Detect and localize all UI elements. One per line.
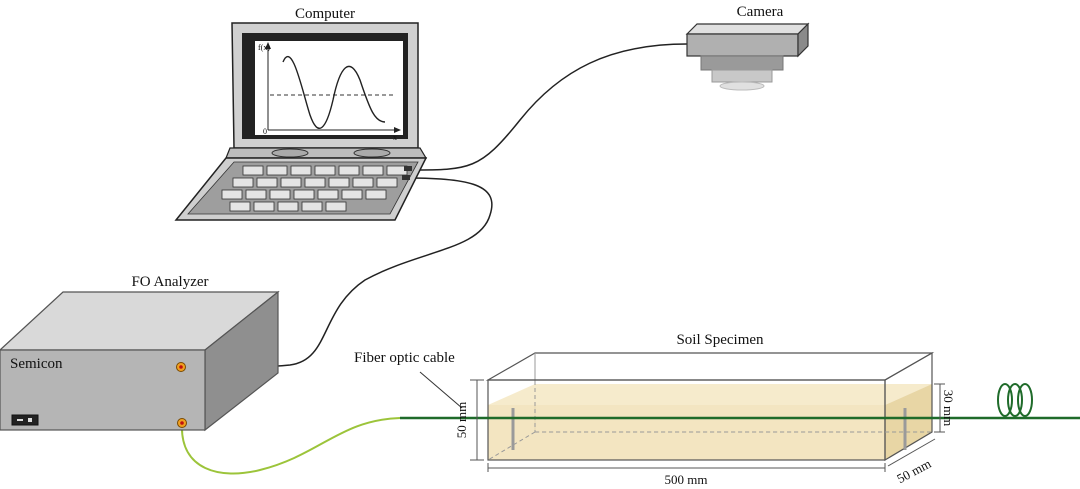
fiber-optic-cable-label: Fiber optic cable: [354, 350, 455, 366]
dimension-lines: [470, 379, 945, 472]
camera-cable: [409, 43, 688, 171]
keyboard-key: [256, 177, 278, 188]
keyboard-key: [352, 177, 374, 188]
fiber-patch-cable: [180, 417, 401, 475]
port-connector-icon: [176, 362, 186, 372]
plot-origin-label: 0: [263, 127, 267, 136]
keyboard-key: [301, 201, 323, 212]
camera-icon: [685, 22, 810, 91]
keyboard-key: [290, 165, 312, 176]
laptop-port: [402, 175, 410, 180]
screen-plot: [265, 42, 401, 133]
height-dimension-label: 50 mm: [454, 402, 469, 438]
fill-height-dimension-label: 30 mm: [941, 390, 956, 426]
fiber-label-pointer: [419, 371, 463, 409]
keyboard-key: [266, 165, 288, 176]
keyboard-key: [304, 177, 326, 188]
keyboard-key: [293, 189, 315, 200]
keyboard-key: [232, 177, 254, 188]
keyboard-key: [341, 189, 363, 200]
soil-specimen-label: Soil Specimen: [676, 332, 764, 348]
keyboard-key: [362, 165, 384, 176]
analyzer-box-icon: [0, 290, 280, 432]
computer-label: Computer: [295, 6, 355, 22]
keyboard-key: [242, 165, 264, 176]
plot-y-label: f(x): [258, 43, 270, 52]
soil-specimen-box: [485, 351, 935, 462]
keyboard-key: [277, 201, 299, 212]
laptop-port: [404, 166, 412, 171]
fo-analyzer-label: FO Analyzer: [131, 274, 208, 290]
keyboard-key: [328, 177, 350, 188]
plot-x-label: x: [393, 133, 397, 142]
keyboard-key: [221, 189, 243, 200]
keyboard-key: [338, 165, 360, 176]
keyboard-key: [245, 189, 267, 200]
port-connector-icon: [177, 418, 187, 428]
keyboard-key: [229, 201, 251, 212]
camera-label: Camera: [737, 4, 784, 20]
length-dimension-label: 500 mm: [665, 472, 708, 487]
analyzer-brand-label: Semicon: [10, 356, 63, 372]
keyboard-key: [325, 201, 347, 212]
fiber-coil-icon: [997, 383, 1033, 417]
keyboard-key: [317, 189, 339, 200]
keyboard-key: [314, 165, 336, 176]
keyboard-key: [253, 201, 275, 212]
keyboard-key: [269, 189, 291, 200]
keyboard-key: [280, 177, 302, 188]
keyboard-keys: [221, 165, 408, 212]
keyboard-key: [376, 177, 398, 188]
depth-dimension-label: 50 mm: [894, 456, 933, 486]
keyboard-key: [365, 189, 387, 200]
power-switch: [11, 414, 39, 426]
